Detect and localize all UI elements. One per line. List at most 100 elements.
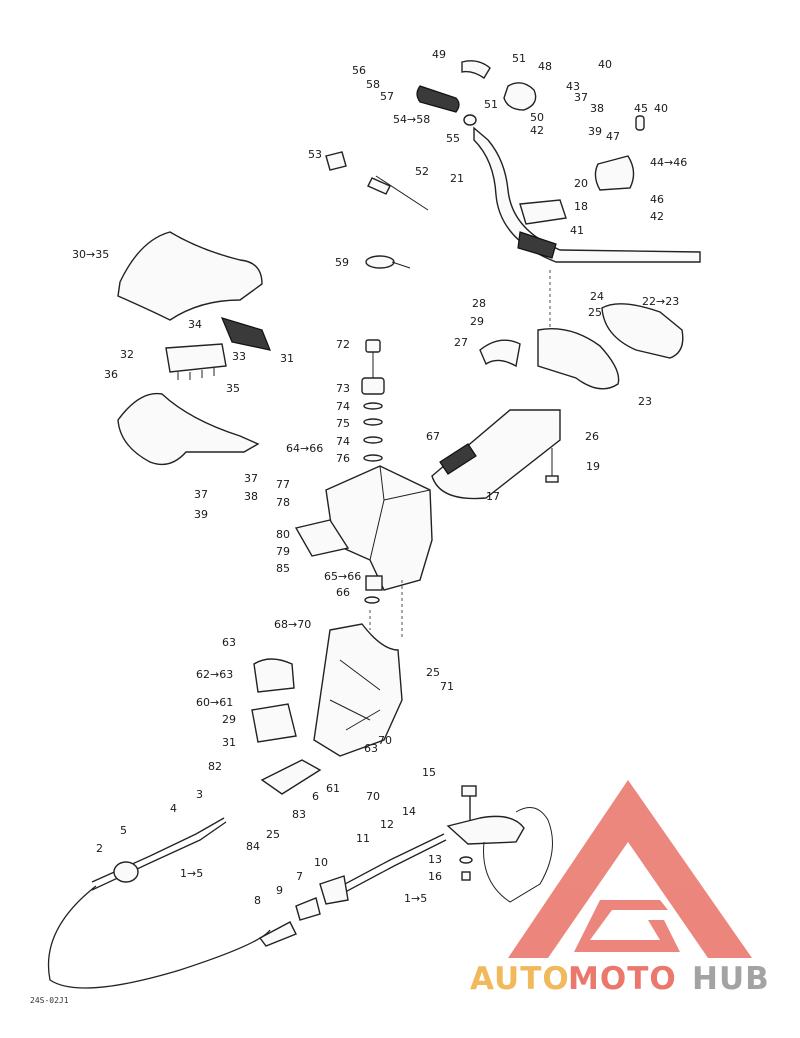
callout-57: 57: [380, 90, 394, 103]
lower-cover: [117, 392, 260, 466]
right-hood: [601, 303, 684, 359]
bushing-73: [361, 377, 385, 395]
callout-56: 56: [352, 64, 366, 77]
callout-15: 15: [422, 766, 436, 779]
handlebar: [473, 126, 701, 263]
callout-66: 66: [336, 586, 350, 599]
grip-end-cap: [463, 114, 477, 126]
callout-14: 14: [402, 805, 416, 818]
throttle-cable: [329, 833, 445, 893]
callout-29-top: 29: [470, 315, 484, 328]
callout-35: 35: [226, 382, 240, 395]
callout-74-a: 74: [336, 400, 350, 413]
callout-43: 43: [566, 80, 580, 93]
diagram-reference-code: 24S-02J1: [30, 996, 69, 1005]
watermark-brand-moto: MOTO: [568, 961, 677, 997]
steering-column: [431, 409, 561, 500]
callout-74-b: 74: [336, 435, 350, 448]
cable-bracket: [446, 815, 525, 845]
callout-24: 24: [590, 290, 604, 303]
callout-40: 40: [654, 102, 668, 115]
callout-17: 17: [486, 490, 500, 503]
callout-18: 18: [574, 200, 588, 213]
callout-30-35: 30→35: [72, 248, 109, 261]
callout-6: 6: [312, 790, 319, 803]
callout-80: 80: [276, 528, 290, 541]
callout-22-23: 22→23: [642, 295, 679, 308]
throttle-lever: [461, 60, 491, 79]
callout-38-top: 38: [590, 102, 604, 115]
callout-23: 23: [638, 395, 652, 408]
cable-adjuster: [319, 875, 349, 905]
callout-labels: 56 58 57 54→58 55 49 51 48 40 51 50 42 4…: [72, 48, 687, 907]
switch-button: [635, 115, 645, 131]
callout-64-66: 64→66: [286, 442, 323, 455]
throttle-housing: [503, 82, 537, 111]
callout-40-top: 40: [598, 58, 612, 71]
steering-bracket-cover: [537, 328, 620, 390]
callout-37-low: 37: [194, 488, 208, 501]
callout-3: 3: [196, 788, 203, 801]
callout-46: 46: [650, 193, 664, 206]
callout-27: 27: [454, 336, 468, 349]
watermark-brand-auto: AUTO: [470, 961, 570, 997]
column-boot: [439, 443, 477, 475]
callout-55: 55: [446, 132, 460, 145]
hose-clamp: [365, 255, 395, 269]
mounting-plate: [294, 519, 350, 557]
callout-8: 8: [254, 894, 261, 907]
callout-75: 75: [336, 417, 350, 430]
callout-39: 39: [194, 508, 208, 521]
callout-39-top: 39: [588, 125, 602, 138]
callout-82: 82: [208, 760, 222, 773]
callout-62-63: 62→63: [196, 668, 233, 681]
callout-70-mid: 70: [378, 734, 392, 747]
callout-73: 73: [336, 382, 350, 395]
callout-13: 13: [428, 853, 442, 866]
callout-83: 83: [292, 808, 306, 821]
callout-47: 47: [606, 130, 620, 143]
callout-31-top: 31: [280, 352, 294, 365]
callout-53: 53: [308, 148, 322, 161]
callout-26: 26: [585, 430, 599, 443]
callout-4: 4: [170, 802, 177, 815]
parts-drawing: [47, 60, 701, 989]
callout-36: 36: [104, 368, 118, 381]
callout-52: 52: [415, 165, 429, 178]
callout-9: 9: [276, 884, 283, 897]
callout-29: 29: [222, 713, 236, 726]
callout-19: 19: [586, 460, 600, 473]
cover-bracket: [220, 317, 271, 351]
callout-48: 48: [538, 60, 552, 73]
callout-70: 70: [366, 790, 380, 803]
callout-51: 51: [484, 98, 498, 111]
watermark-logo: AUTO MOTO HUB: [470, 780, 769, 997]
callout-76: 76: [336, 452, 350, 465]
callout-37-top: 37: [574, 91, 588, 104]
clamp-knurl: [517, 231, 557, 259]
callout-60-61: 60→61: [196, 696, 233, 709]
cable-loop: [483, 807, 553, 903]
callout-63-top: 63: [222, 636, 236, 649]
callout-41: 41: [570, 224, 584, 237]
callout-44-46: 44→46: [650, 156, 687, 169]
pivot-block: [251, 703, 297, 743]
callout-45: 45: [634, 102, 648, 115]
callout-51-top: 51: [512, 52, 526, 65]
steering-cable-left: [91, 817, 225, 883]
callout-72: 72: [336, 338, 350, 351]
callout-10: 10: [314, 856, 328, 869]
spacer-65: [365, 575, 383, 591]
callout-49: 49: [432, 48, 446, 61]
callout-5: 5: [120, 824, 127, 837]
callout-50: 50: [530, 111, 544, 124]
watermark-g-shape: [574, 900, 680, 952]
cable-end-8: [258, 921, 297, 947]
callout-28: 28: [472, 297, 486, 310]
callout-71: 71: [440, 680, 454, 693]
callout-54-58: 54→58: [393, 113, 430, 126]
callout-12: 12: [380, 818, 394, 831]
cable-nut-9: [295, 897, 321, 921]
callout-42-top: 42: [530, 124, 544, 137]
handlebar-grip-left: [416, 85, 460, 113]
